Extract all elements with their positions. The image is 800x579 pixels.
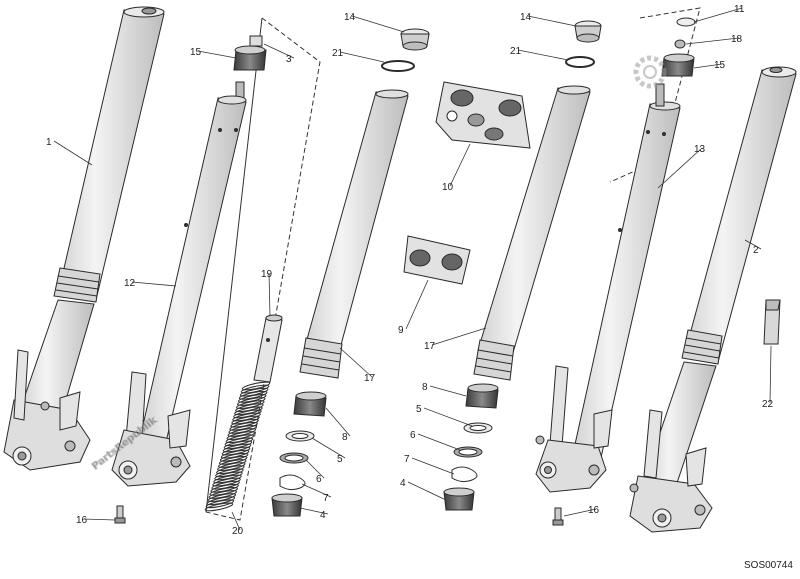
leader-line-c14a (351, 15, 405, 33)
leader-line-c21b (517, 49, 569, 61)
callout-label-c4b: 4 (400, 478, 406, 489)
lower-triple-clamp (403, 235, 471, 285)
cartridge-dashed-frame (205, 17, 321, 521)
callout-label-c22: 22 (762, 399, 774, 410)
callout-label-c15b: 15 (714, 60, 726, 71)
leader-line-c20 (231, 511, 241, 531)
callout-label-c5b: 5 (416, 404, 422, 415)
leader-line-c8a (325, 407, 351, 437)
leader-line-c15a (197, 50, 237, 59)
callout-label-c12: 12 (124, 278, 136, 289)
spring-and-rod (253, 314, 283, 383)
inner-tube-assembly-right (535, 17, 696, 493)
callout-label-c14b: 14 (520, 12, 532, 23)
leader-line-c7a (301, 483, 332, 498)
callout-label-c16b: 16 (588, 505, 600, 516)
cartridge-top-parts (233, 35, 267, 71)
callout-label-c8a: 8 (342, 432, 348, 443)
upper-triple-clamp (435, 81, 531, 149)
inner-tube-assembly (111, 81, 247, 487)
leader-line-c22 (769, 345, 772, 404)
callout-label-c14a: 14 (344, 12, 356, 23)
right-dashed-frame (609, 7, 701, 183)
leader-line-c10 (449, 143, 471, 187)
callout-label-c17b: 17 (424, 341, 436, 352)
callout-label-c9: 9 (398, 325, 404, 336)
leader-line-c4a (299, 507, 329, 515)
callout-label-c20: 20 (232, 526, 244, 537)
callout-label-c10: 10 (442, 182, 454, 193)
leader-line-c2 (744, 239, 762, 250)
leader-line-c18 (685, 37, 740, 45)
callout-label-c3: 3 (286, 54, 292, 65)
leader-line-c17b (431, 327, 487, 346)
spring-coil (204, 502, 234, 512)
leader-line-c5a (311, 437, 346, 459)
gear-icon (633, 55, 667, 89)
leader-line-c17a (339, 347, 373, 378)
callout-label-c18: 18 (731, 34, 743, 45)
bolt-left (114, 505, 126, 524)
callout-label-c16a: 16 (76, 515, 88, 526)
fork-leg-left (3, 6, 165, 471)
callout-label-c11: 11 (734, 4, 745, 15)
leader-line-c14b (527, 15, 577, 27)
callout-label-c4a: 4 (320, 510, 326, 521)
leader-line-c12 (131, 281, 177, 287)
leader-line-c5b (423, 407, 473, 427)
bolt-right (552, 507, 564, 526)
leader-line-c3 (263, 43, 295, 59)
leader-line-c13 (657, 147, 703, 189)
leader-line-c4b (407, 481, 447, 501)
fork-spring (204, 381, 271, 512)
callout-label-c6a: 6 (316, 474, 322, 485)
callout-label-c15a: 15 (190, 47, 202, 58)
callout-label-c21a: 21 (332, 48, 344, 59)
callout-label-c7a: 7 (323, 493, 329, 504)
leader-line-c6a (305, 459, 325, 479)
leader-line-c15b (693, 63, 723, 69)
leader-line-c7b (411, 457, 455, 475)
leader-line-c11 (693, 7, 743, 23)
callout-label-c19: 19 (261, 269, 273, 280)
diagram-code: SOS00744 (744, 560, 793, 571)
leader-line-c16b (563, 508, 597, 517)
leader-line-c6b (417, 433, 461, 451)
callout-leader-lines (53, 7, 772, 531)
callout-label-c8b: 8 (422, 382, 428, 393)
fork-tube-centre-right (443, 20, 602, 511)
spring-coil (205, 499, 235, 509)
callout-label-c5a: 5 (337, 454, 343, 465)
leader-line-c21a (339, 51, 385, 63)
leader-line-c19 (268, 272, 271, 317)
fork-tube-centre-left (271, 28, 430, 517)
callout-label-c17a: 17 (364, 373, 376, 384)
leader-line-c8b (429, 385, 467, 397)
leader-line-c16a (83, 518, 116, 521)
fork-leg-right (629, 66, 797, 533)
callout-label-c6b: 6 (410, 430, 416, 441)
callout-label-c2: 2 (753, 245, 759, 256)
decal-sticker (763, 299, 781, 345)
leader-line-c1 (53, 140, 93, 166)
callout-label-c7b: 7 (404, 454, 410, 465)
callout-label-c13: 13 (694, 144, 706, 155)
callout-label-c1: 1 (46, 137, 52, 148)
callout-label-c21b: 21 (510, 46, 522, 57)
leader-line-c9 (405, 279, 429, 330)
